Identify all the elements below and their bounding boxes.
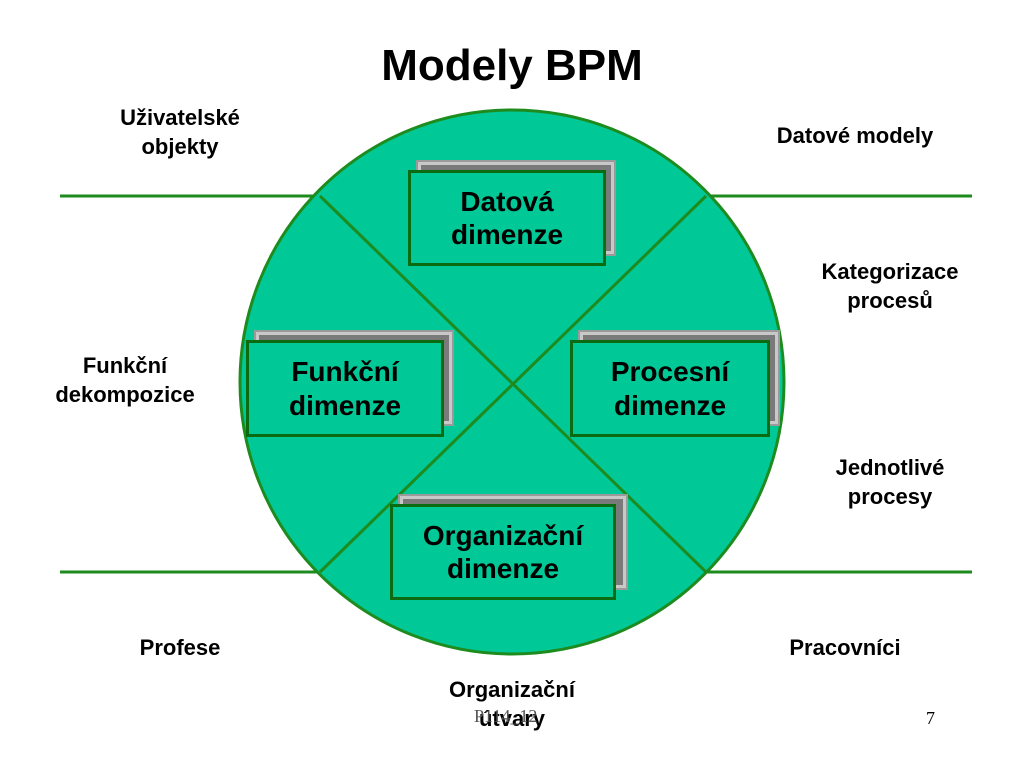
data-dimension-line1: Datová	[460, 185, 554, 217]
workers-label: Pracovníci	[789, 635, 901, 660]
footer-code: P114_12	[474, 706, 538, 726]
page-number: 7	[926, 708, 935, 728]
diagonal-divider-2	[318, 194, 708, 574]
functional-decomposition-label: Funkční dekompozice	[55, 353, 195, 407]
categorization-label: Kategorizace procesů	[821, 259, 959, 313]
data-dimension-box: Datová dimenze	[408, 170, 606, 266]
process-dimension-line1: Procesní	[610, 356, 730, 388]
org-units-label: Organizační útvary	[449, 677, 575, 731]
functional-dimension-line2: dimenze	[288, 389, 402, 421]
org-dimension-line2: dimenze	[446, 553, 560, 584]
page-title: Modely BPM	[381, 41, 643, 90]
functional-dimension-box: Funkční dimenze	[246, 340, 444, 437]
profession-label: Profese	[139, 635, 221, 660]
org-dimension-line1: Organizační	[422, 519, 584, 551]
process-dimension-box: Procesní dimenze	[570, 340, 770, 437]
user-objects-label: Uživatelské objekty	[120, 105, 240, 159]
data-dimension-line2: dimenze	[450, 219, 564, 250]
org-dimension-box: Organizační dimenze	[390, 504, 616, 600]
data-models-label: Datové modely	[776, 123, 934, 148]
process-dimension-line2: dimenze	[613, 389, 727, 421]
single-processes-label: Jednotlivé procesy	[835, 455, 945, 509]
functional-dimension-line1: Funkční	[291, 356, 399, 388]
